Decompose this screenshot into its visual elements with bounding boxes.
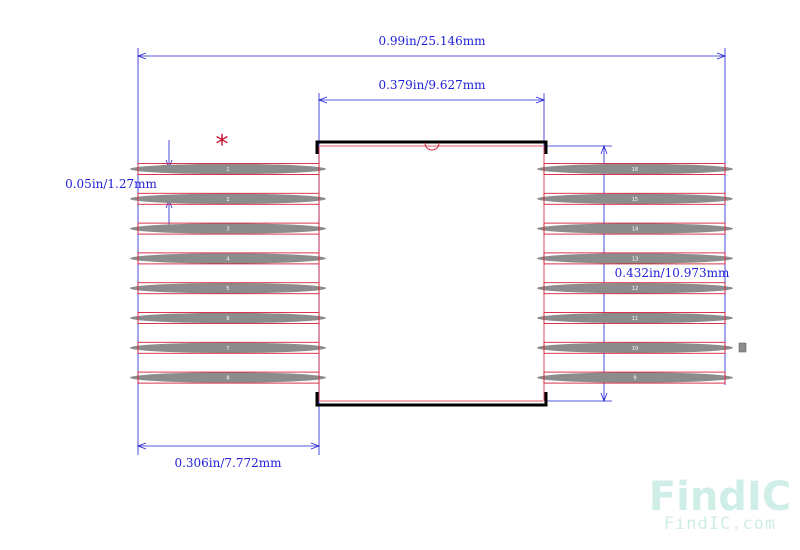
pin-number: 12 <box>632 286 638 292</box>
pin-14: 14 <box>537 222 733 235</box>
pin1-notch <box>424 142 440 151</box>
pin-lead <box>537 193 733 204</box>
pin-lead <box>537 312 733 324</box>
pin-lead <box>537 342 733 353</box>
pin-lead <box>130 163 326 175</box>
pin-7: 7 <box>130 341 326 354</box>
pin-number: 6 <box>226 316 229 322</box>
pin-lead <box>537 372 733 383</box>
pin-lead <box>130 253 326 264</box>
pin-number: 16 <box>632 167 638 173</box>
pin-4: 4 <box>130 252 326 265</box>
pin-3: 3 <box>130 222 326 235</box>
body-length-dimension <box>600 144 608 403</box>
pin-lead <box>130 223 326 234</box>
extension-lines <box>137 48 726 455</box>
pin-number: 2 <box>226 197 229 203</box>
pin-lead <box>537 283 733 294</box>
body-width-dimension <box>317 96 546 104</box>
pin-2: 2 <box>130 192 326 205</box>
pin-number: 7 <box>226 346 229 352</box>
pitch-label: 0.05in/1.27mm <box>65 177 157 191</box>
overall-width-dimension <box>136 52 727 60</box>
pin-number: 10 <box>632 346 638 352</box>
origin-marker <box>738 342 747 353</box>
pin-16: 16 <box>537 163 733 175</box>
pin-9: 9 <box>537 371 733 384</box>
pin-5: 5 <box>130 282 326 295</box>
overall-width-label: 0.99in/25.146mm <box>378 34 486 48</box>
pin1-marker: * <box>216 130 229 160</box>
pin-number: 13 <box>632 256 638 262</box>
pin-11: 11 <box>537 312 733 324</box>
pin-lead <box>537 223 733 234</box>
pin-number: 11 <box>632 316 638 322</box>
pin-lead <box>130 283 326 294</box>
pin-lead <box>130 372 326 383</box>
pin-number: 1 <box>226 167 229 173</box>
pin-6: 6 <box>130 312 326 324</box>
pin-number: 5 <box>226 286 229 292</box>
right-pin-row: 16 15 14 13 12 11 10 9 <box>537 163 733 384</box>
pin-15: 15 <box>537 192 733 205</box>
pin-lead <box>130 342 326 353</box>
pin-lead <box>130 193 326 204</box>
watermark-logo: FindIC <box>649 474 791 520</box>
pin-lead <box>537 163 733 175</box>
pin-number: 8 <box>226 376 229 382</box>
left-pin-row: 1 2 3 4 5 6 7 8 <box>130 163 326 384</box>
lead-span-dimension <box>136 442 321 450</box>
pin-number: 15 <box>632 197 638 203</box>
pin-1: 1 <box>130 163 326 175</box>
pin-number: 4 <box>226 256 229 262</box>
pin-number: 9 <box>633 376 636 382</box>
package-body-outline <box>315 140 548 407</box>
pin-number: 14 <box>632 227 638 233</box>
pin-lead <box>130 312 326 324</box>
body-width-label: 0.379in/9.627mm <box>378 78 486 92</box>
pin-8: 8 <box>130 371 326 384</box>
pin-number: 3 <box>226 227 229 233</box>
pin-lead <box>537 253 733 264</box>
lead-span-label: 0.306in/7.772mm <box>174 456 282 470</box>
pin-10: 10 <box>537 341 733 354</box>
body-length-label: 0.432in/10.973mm <box>615 266 730 280</box>
watermark-site: FindIC.com <box>664 514 776 534</box>
pin-12: 12 <box>537 282 733 295</box>
pin-13: 13 <box>537 252 733 265</box>
